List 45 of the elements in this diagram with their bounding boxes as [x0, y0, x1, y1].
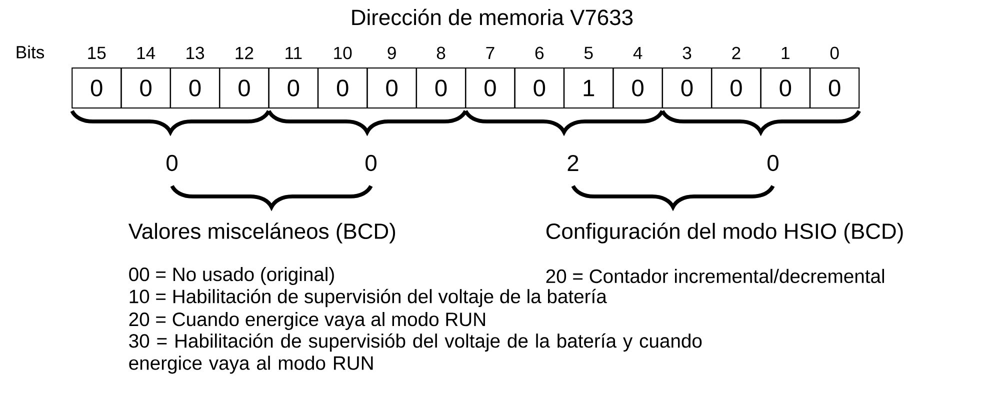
bit-number: 1: [782, 46, 790, 60]
list-item: 00 = No usado (original): [129, 267, 334, 285]
bit-cell: 0: [72, 67, 122, 109]
nibble-value: 0: [366, 154, 376, 172]
bit-cell: 0: [514, 67, 564, 109]
bit-number: 5: [584, 46, 593, 60]
nibble-value: 2: [568, 155, 578, 171]
list-item: 20 = Contador incremental/decremental: [546, 268, 884, 284]
bit-cell: 0: [416, 67, 466, 109]
bit-number: 11: [286, 46, 302, 60]
bit-cell: 0: [366, 67, 417, 109]
bit-number: 3: [682, 46, 692, 60]
bit-cell: 0: [662, 67, 712, 109]
bit-cell: 0: [810, 67, 860, 109]
bit-cell: 0: [711, 67, 762, 109]
list-item: 30 = Habilitación de supervisiób del voltaje de la batería y cuando energice vaya al modo RUN: [129, 333, 702, 374]
bit-cell: 1: [564, 67, 614, 109]
list-item: 10 = Habilitación de supervisión del voltaje de la batería: [130, 288, 607, 308]
bit-cell: 0: [170, 67, 220, 109]
heading: Configuración del modo HSIO (BCD): [546, 222, 903, 244]
bit-number: 8: [436, 46, 446, 60]
bit-cell: 0: [268, 67, 318, 109]
bit-cell: 0: [760, 67, 810, 109]
list-item: 20 = Cuando energice vaya al modo RUN: [129, 312, 485, 330]
bit-number: 10: [334, 46, 352, 60]
bit-cell: 0: [219, 67, 270, 109]
bit-cell: 0: [612, 67, 663, 109]
heading: Valores misceláneos (BCD): [128, 222, 396, 244]
bit-number: 7: [486, 46, 494, 60]
bit-cell: 0: [465, 67, 516, 109]
bit-number: 2: [732, 46, 740, 60]
bit-cell: 0: [120, 67, 171, 109]
bit-number: 9: [388, 46, 396, 60]
bit-number: 13: [186, 46, 204, 60]
bit-number: 0: [830, 46, 839, 60]
bit-number: 4: [633, 46, 642, 60]
bit-number: 14: [137, 46, 156, 60]
bit-cell: 0: [318, 67, 368, 109]
nibble-value: 0: [768, 154, 778, 172]
bit-number: 12: [236, 46, 254, 60]
bit-number: 15: [88, 46, 106, 60]
bit-number: 6: [535, 46, 544, 60]
nibble-value: 0: [166, 154, 178, 172]
title: Dirección de memoria V7633: [352, 8, 633, 26]
bits-label: Bits: [16, 46, 44, 58]
